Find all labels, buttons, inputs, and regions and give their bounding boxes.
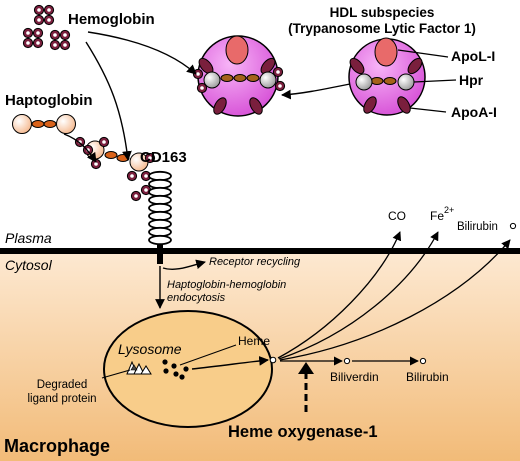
- hpr-leader: [413, 79, 457, 83]
- hdl-hemoglobin-particle: [192, 35, 286, 117]
- bilirubin-label: Bilirubin: [406, 370, 449, 384]
- degraded-label-2: ligand protein: [27, 393, 96, 405]
- plasma-label: Plasma: [5, 230, 52, 246]
- apol-leader: [397, 49, 449, 58]
- lysosome-heme-dots: [162, 359, 189, 380]
- apoa-label: ApoA-I: [451, 104, 497, 120]
- fe-charge: 2+: [444, 205, 454, 215]
- haptoglobin-to-complex-arrow: [63, 133, 97, 163]
- hdl-binding-arrow: [281, 83, 351, 100]
- lysosome-label: Lysosome: [118, 341, 182, 357]
- heme-oxygenase-arrowhead: [298, 362, 314, 374]
- tlf1-label: (Trypanosome Lytic Factor 1): [288, 21, 476, 36]
- biliverdin-dot: [343, 357, 351, 365]
- heme-to-co-arrow: [277, 231, 402, 359]
- haptoglobin-icon: [12, 114, 76, 134]
- hp-hb-complex-icon: [74, 136, 156, 202]
- heme-leader: [179, 344, 237, 366]
- endocytosis-label-2: endocytosis: [167, 292, 226, 304]
- biliverdin-label: Biliverdin: [330, 370, 379, 384]
- hemoglobin-to-cd163-arrow: [85, 41, 132, 161]
- hemoglobin-to-hdl-arrow: [87, 31, 197, 75]
- fe-symbol: Fe: [430, 209, 444, 223]
- heme-dot: [269, 356, 277, 364]
- co-label: CO: [388, 209, 406, 223]
- receptor-recycling-arrow: [162, 259, 206, 271]
- heme-to-fe-arrow: [278, 231, 439, 360]
- hdl-subspecies-label: HDL subspecies: [330, 5, 435, 20]
- degraded-protein-leader: [101, 369, 131, 379]
- plasma-membrane: [0, 248, 520, 254]
- apol-label: ApoL-I: [451, 48, 495, 64]
- heme-export-arrow: [191, 356, 269, 370]
- bilirubin-top-label: Bilirubin: [457, 221, 498, 233]
- cytosol-label: Cytosol: [5, 257, 53, 273]
- macrophage-label: Macrophage: [4, 436, 110, 456]
- degraded-protein-icon: [126, 360, 152, 375]
- cd163-label: CD163: [140, 149, 187, 166]
- heme-oxygenase-label: Heme oxygenase-1: [228, 423, 378, 441]
- bilirubin-top-dot: [509, 222, 517, 230]
- heme-to-bilirubin-arrow: [279, 239, 511, 361]
- degraded-label-1: Degraded: [37, 379, 88, 391]
- hdl-particle: [348, 37, 426, 116]
- fe-label: Fe2+: [430, 205, 454, 223]
- bilirubin-dot: [419, 357, 427, 365]
- receptor-recycling-label: Receptor recycling: [209, 256, 301, 268]
- heme-label: Heme: [238, 334, 270, 348]
- haptoglobin-label: Haptoglobin: [5, 92, 92, 109]
- apoa-leader: [409, 107, 447, 113]
- endocytosis-label-1: Haptoglobin-hemoglobin: [167, 279, 286, 291]
- hpr-label: Hpr: [459, 72, 484, 88]
- hemoglobin-icon: [23, 5, 69, 49]
- cd163-receptor: [148, 170, 172, 264]
- hemoglobin-label: Hemoglobin: [68, 11, 155, 28]
